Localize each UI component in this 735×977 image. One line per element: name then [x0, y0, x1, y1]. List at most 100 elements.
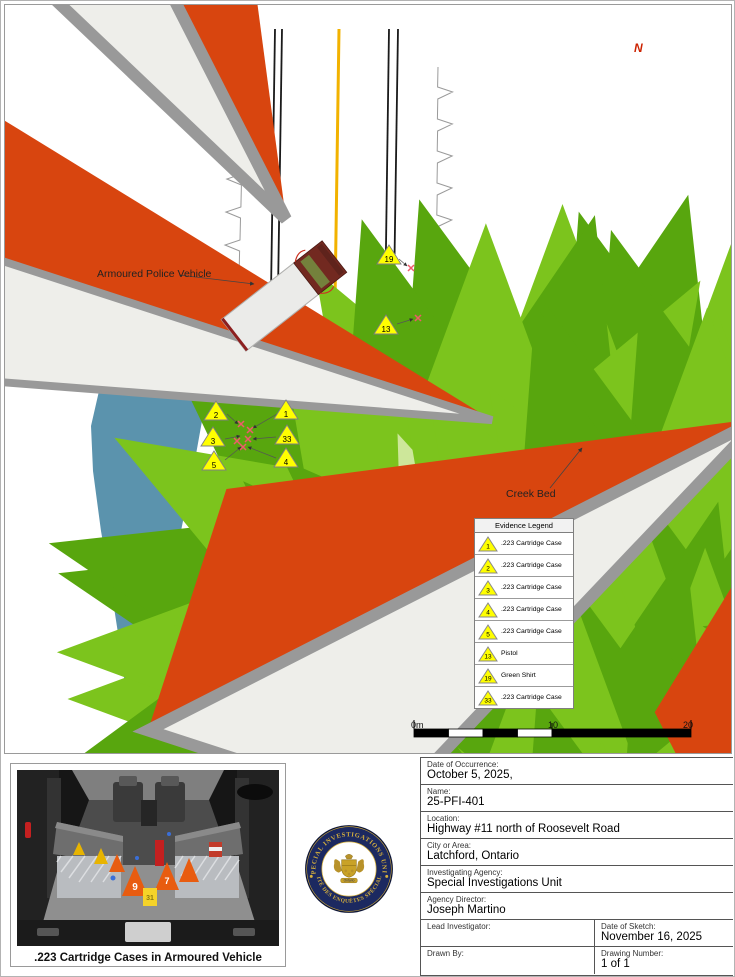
evidence-marker: 3	[200, 426, 226, 447]
legend-label: .223 Cartridge Case	[501, 606, 562, 613]
legend-row: 19 Green Shirt	[475, 665, 573, 687]
coat-of-arms	[333, 854, 365, 884]
triangle-marker-icon: 3	[475, 579, 501, 597]
detail-row: Name: 25-PFI-401	[421, 785, 733, 812]
detail-label: Name:	[427, 787, 451, 796]
svg-text:9: 9	[132, 882, 138, 893]
legend-label: Pistol	[501, 650, 518, 657]
detail-row: Investigating Agency: Special Investigat…	[421, 866, 733, 893]
detail-label: Location:	[427, 814, 460, 823]
detail-value: October 5, 2025,	[427, 769, 513, 781]
detail-cell: Drawing Number: 1 of 1	[594, 947, 733, 974]
detail-label: Agency Director:	[427, 895, 487, 904]
svg-text:33: 33	[283, 435, 292, 444]
svg-text:13: 13	[382, 325, 391, 334]
svg-text:1: 1	[284, 410, 289, 419]
svg-text:19: 19	[385, 255, 394, 264]
evidence-photo: 9 7 31 .223 Cartridge Cases in Armoured …	[10, 763, 286, 967]
detail-row: Location: Highway #11 north of Roosevelt…	[421, 812, 733, 839]
svg-text:Ontario: Ontario	[344, 879, 355, 883]
scene-map: 1 2 3 33 4 5 19 13	[5, 5, 731, 753]
triangle-marker-icon: 4	[475, 601, 501, 619]
detail-row: Date of Occurrence: October 5, 2025,	[421, 758, 733, 785]
triangle-marker-icon: 33	[475, 689, 501, 707]
detail-row-split: Drawn By: Drawing Number: 1 of 1	[421, 947, 733, 974]
svg-text:1: 1	[486, 543, 490, 550]
svg-text:5: 5	[212, 461, 217, 470]
svg-text:3: 3	[211, 437, 216, 446]
scale-mid-label: 10	[548, 720, 559, 730]
svg-text:7: 7	[164, 876, 169, 886]
detail-label: Investigating Agency:	[427, 868, 503, 877]
evidence-marker: 19	[376, 244, 402, 265]
legend-row: 4 .223 Cartridge Case	[475, 599, 573, 621]
svg-text:2: 2	[214, 411, 219, 420]
legend-row: 5 .223 Cartridge Case	[475, 621, 573, 643]
detail-value: Joseph Martino	[427, 904, 506, 916]
legend-row: 3 .223 Cartridge Case	[475, 577, 573, 599]
triangle-marker-icon: 13	[475, 645, 501, 663]
detail-value: November 16, 2025	[601, 931, 703, 943]
north-label: N	[634, 41, 643, 55]
evidence-legend: Evidence Legend 1 .223 Cartridge Case 2 …	[474, 518, 574, 709]
legend-label: .223 Cartridge Case	[501, 540, 562, 547]
scale-bar	[413, 720, 692, 738]
detail-label: Drawn By:	[427, 949, 464, 958]
evidence-leader-lines	[224, 258, 414, 461]
detail-cell: Date of Sketch: November 16, 2025	[594, 920, 733, 946]
scale-end-label: 20	[683, 720, 694, 730]
evidence-legend-title: Evidence Legend	[475, 519, 573, 533]
evidence-markers: 1 2 3 33 4 5 19 13	[200, 244, 402, 471]
svg-text:5: 5	[486, 631, 490, 638]
evidence-marker: 1	[273, 399, 299, 420]
evidence-marker: 4	[273, 447, 299, 468]
callout-lines	[178, 274, 583, 489]
evidence-x-marks	[233, 264, 422, 451]
detail-cell: Drawn By:	[421, 947, 594, 974]
detail-row-split: Lead Investigator: Date of Sketch: Novem…	[421, 920, 733, 947]
evidence-marker: 5	[201, 450, 227, 471]
triangle-marker-icon: 2	[475, 557, 501, 575]
legend-row: 33 .223 Cartridge Case	[475, 687, 573, 708]
detail-row: City or Area: Latchford, Ontario	[421, 839, 733, 866]
evidence-marker: 33	[274, 424, 300, 445]
legend-row: 1 .223 Cartridge Case	[475, 533, 573, 555]
siu-seal: SPECIAL INVESTIGATIONS UNIT UNITÉ DES EN…	[305, 825, 393, 913]
scale-start-label: 0m	[411, 720, 424, 730]
evidence-marker: 13	[373, 314, 399, 335]
svg-text:13: 13	[484, 653, 492, 660]
detail-label: Drawing Number:	[601, 949, 664, 958]
creek-label: Creek Bed	[506, 488, 556, 500]
svg-text:4: 4	[486, 609, 490, 616]
detail-row: Agency Director: Joseph Martino	[421, 893, 733, 920]
photo-cones: 9 7 31	[73, 842, 199, 906]
svg-text:2: 2	[486, 565, 490, 572]
detail-value: 25-PFI-401	[427, 796, 485, 808]
detail-label: Lead Investigator:	[427, 922, 491, 931]
detail-value: Latchford, Ontario	[427, 850, 520, 862]
map-frame: 1 2 3 33 4 5 19 13 N Arm	[4, 4, 732, 754]
legend-label: .223 Cartridge Case	[501, 694, 562, 701]
svg-text:33: 33	[484, 697, 492, 704]
detail-value: Highway #11 north of Roosevelt Road	[427, 823, 620, 835]
triangle-marker-icon: 5	[475, 623, 501, 641]
legend-row: 2 .223 Cartridge Case	[475, 555, 573, 577]
svg-text:19: 19	[484, 675, 492, 682]
triangle-marker-icon: 1	[475, 535, 501, 553]
vehicle-interior-photo: 9 7 31	[17, 770, 279, 946]
detail-cell: Lead Investigator:	[421, 920, 594, 946]
legend-label: .223 Cartridge Case	[501, 562, 562, 569]
svg-text:4: 4	[284, 458, 289, 467]
evidence-marker: 2	[203, 400, 229, 421]
case-details-table: Date of Occurrence: October 5, 2025, Nam…	[420, 757, 733, 976]
detail-label: Date of Occurrence:	[427, 760, 499, 769]
detail-value: Special Investigations Unit	[427, 877, 562, 889]
svg-text:31: 31	[146, 895, 154, 902]
triangle-marker-icon: 19	[475, 667, 501, 685]
detail-value: 1 of 1	[601, 958, 630, 970]
vehicle-label: Armoured Police Vehicle	[97, 268, 212, 280]
detail-label: City or Area:	[427, 841, 472, 850]
legend-label: .223 Cartridge Case	[501, 584, 562, 591]
legend-row: 13 Pistol	[475, 643, 573, 665]
